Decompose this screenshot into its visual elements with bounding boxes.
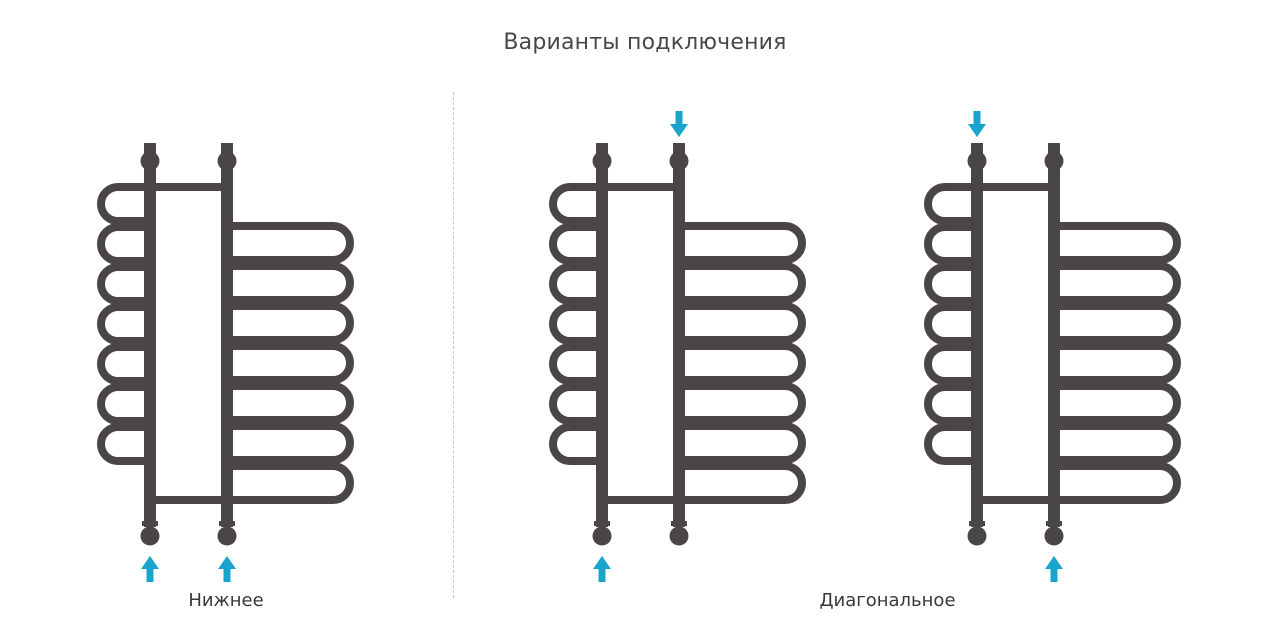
inlet-arrow-down-icon [968, 111, 986, 137]
towel-rail-bottom [101, 143, 350, 546]
towel-rail-diagonal-2 [928, 143, 1177, 546]
page-title: Варианты подключения [503, 30, 787, 55]
outlet-arrow-up-icon [218, 556, 236, 582]
inlet-arrow-down-icon [670, 111, 688, 137]
inlet-arrow-up-icon [141, 556, 159, 582]
outlet-arrow-up-icon [593, 556, 611, 582]
section-divider [453, 92, 454, 598]
outlet-arrow-up-icon [1045, 556, 1063, 582]
towel-rail-diagonal-1 [553, 143, 802, 546]
caption-diagonal-connection: Диагональное [819, 590, 956, 611]
caption-bottom-connection: Нижнее [188, 590, 264, 611]
